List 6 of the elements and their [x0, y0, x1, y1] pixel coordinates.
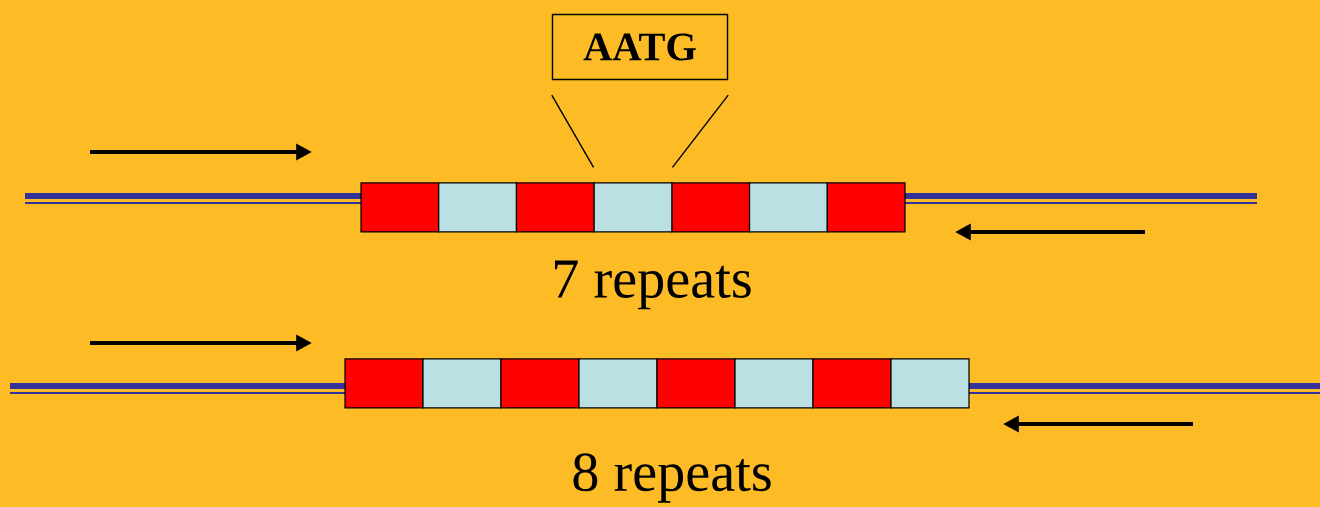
leader-line [551, 94, 595, 169]
row-caption: 8 repeats [573, 453, 771, 503]
text-box: AATG [551, 13, 729, 81]
repeat-unit [593, 182, 673, 233]
row-caption: 7 repeats [555, 260, 751, 310]
leader-line [671, 94, 729, 169]
